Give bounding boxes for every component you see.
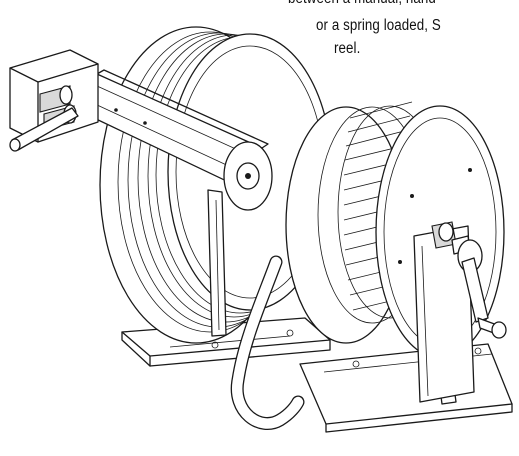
manual-reel [285, 101, 513, 433]
hose-inner [231, 256, 304, 429]
crank-handle [457, 239, 507, 339]
spring-reel [9, 26, 333, 367]
spring-reel-upright [207, 189, 227, 337]
caption-line-3: reel. [334, 40, 361, 57]
caption-line-1: between a manual, hand [288, 0, 436, 8]
manual-reel-base [299, 343, 513, 433]
swing-arm [93, 69, 273, 211]
caption-line-2: or a spring loaded, S [316, 17, 441, 34]
